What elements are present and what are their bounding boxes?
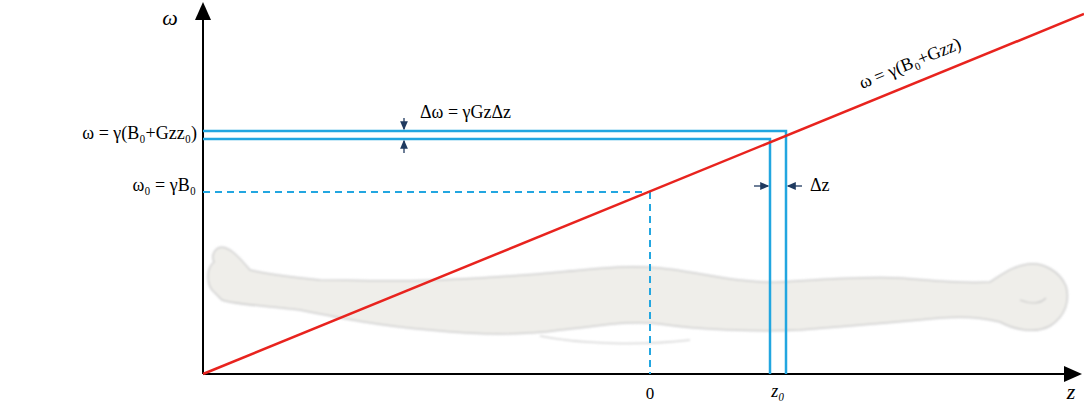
equation-label: ω = γ(B₀+Gzz₀) xyxy=(82,124,197,144)
axis-label: ω xyxy=(162,6,178,30)
equation-label: Δω = γGzΔz xyxy=(420,103,511,123)
tick-label: z₀ xyxy=(771,382,784,402)
body-silhouette xyxy=(208,247,1067,343)
axis-label: z xyxy=(1067,380,1076,404)
x-axis xyxy=(203,373,1074,375)
tick-label: 0 xyxy=(646,385,655,404)
origin-guide xyxy=(649,192,651,374)
dimension-label: Δz xyxy=(810,176,830,196)
delta-omega-arrow xyxy=(403,141,404,153)
omega0-guide xyxy=(203,191,650,193)
equation-label: ω₀ = γB₀ xyxy=(132,176,196,196)
delta-z-arrow xyxy=(754,185,768,186)
delta-z-arrow xyxy=(788,185,802,186)
delta-omega-arrow xyxy=(403,118,404,129)
frequency-line xyxy=(203,14,1084,374)
